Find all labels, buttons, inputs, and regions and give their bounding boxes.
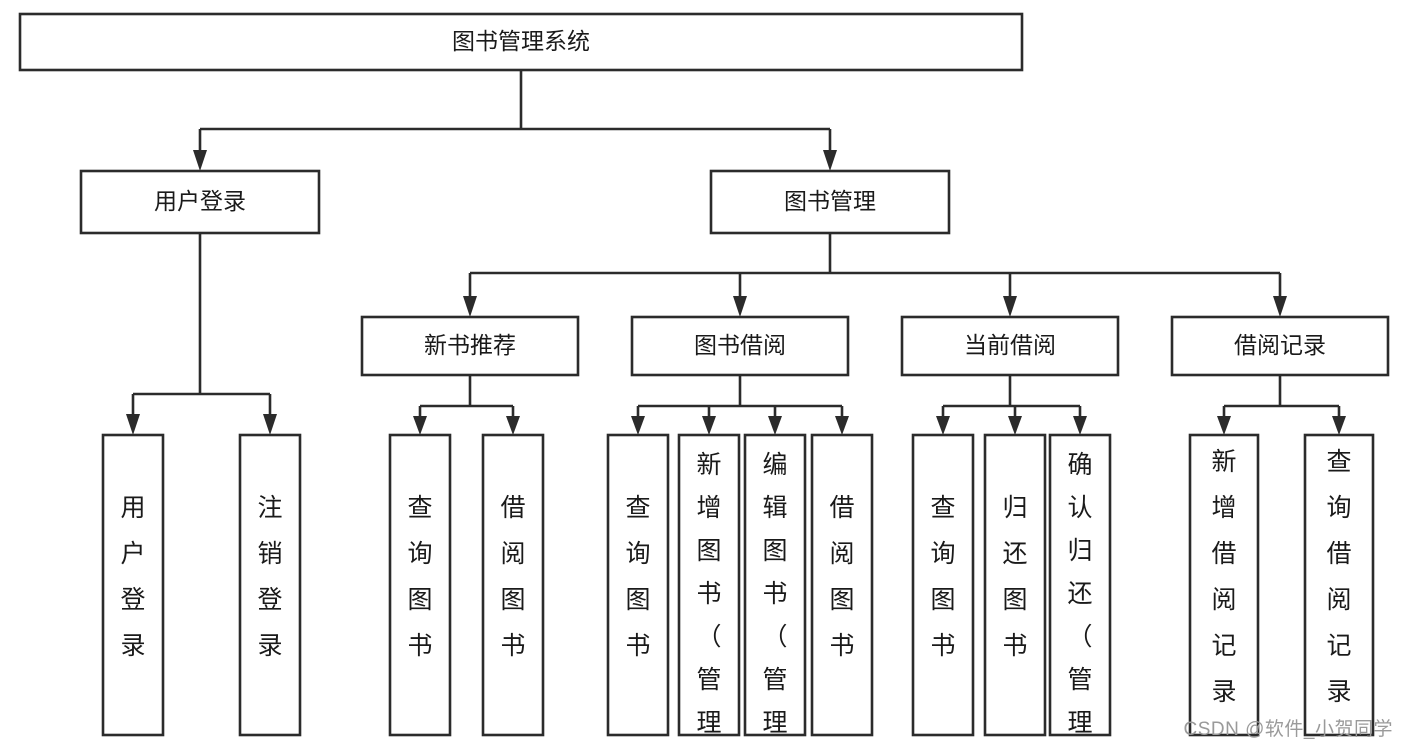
arrow-to-new-book-rec — [463, 296, 477, 317]
arrow-bb-leaf-4 — [835, 416, 849, 435]
leaf-node[interactable]: 新增借阅记录 — [1188, 433, 1260, 737]
node-root-box[interactable] — [18, 12, 1024, 72]
edge-group-userlogin-to-leaves — [126, 233, 277, 435]
leaf-node-label: 新增借阅记录 — [1211, 448, 1236, 706]
arrow-ul-leaf-1 — [126, 414, 140, 435]
leaf-node[interactable]: 借阅图书 — [481, 433, 545, 737]
arrow-nb-leaf-2 — [506, 416, 520, 435]
edge-group-root-to-level2 — [193, 70, 837, 171]
leaf-node[interactable]: 借阅图书 — [810, 433, 874, 737]
leaf-node[interactable]: 查询图书 — [606, 433, 670, 737]
leaf-node[interactable]: 确认归还（管理员） — [1048, 433, 1112, 747]
arrow-to-borrow-record — [1273, 296, 1287, 317]
edge-group-borrowrecord-to-leaves — [1217, 375, 1346, 435]
node-current-borrow[interactable]: 当前借阅 — [900, 315, 1120, 377]
leaf-node-label: 查询图书 — [407, 494, 432, 660]
arrow-cb-leaf-1 — [936, 416, 950, 435]
leaf-node-label: 借阅图书 — [829, 494, 854, 660]
arrow-root-to-user-login — [193, 150, 207, 171]
node-user-login[interactable]: 用户登录 — [79, 169, 321, 235]
edge-group-newbook-to-leaves — [413, 375, 520, 435]
leaf-node[interactable]: 查询图书 — [911, 433, 975, 737]
leaf-node-box[interactable] — [1188, 433, 1260, 737]
leaf-node-label: 编辑图书（管理员） — [762, 451, 787, 747]
leaf-node-box[interactable] — [810, 433, 874, 737]
arrow-br-leaf-2 — [1332, 416, 1346, 435]
node-root-book-management-system[interactable]: 图书管理系统 — [18, 12, 1024, 72]
leaf-node-label: 用户登录 — [120, 494, 145, 660]
leaf-node-box[interactable] — [743, 433, 807, 737]
arrow-bb-leaf-2 — [702, 416, 716, 435]
leaf-node[interactable]: 注销登录 — [238, 433, 302, 737]
arrow-ul-leaf-2 — [263, 414, 277, 435]
node-user-login-box[interactable] — [79, 169, 321, 235]
leaf-node-box[interactable] — [101, 433, 165, 737]
edge-group-bookmanage-to-level3 — [463, 233, 1287, 317]
leaf-node-label: 确认归还（管理员） — [1067, 451, 1092, 747]
node-borrow-record[interactable]: 借阅记录 — [1170, 315, 1390, 377]
leaf-node-box[interactable] — [1303, 433, 1375, 737]
node-root-label: 图书管理系统 — [452, 28, 590, 54]
leaf-node-box[interactable] — [606, 433, 670, 737]
node-current-borrow-label: 当前借阅 — [964, 332, 1056, 358]
leaf-node-label: 查询图书 — [625, 494, 650, 660]
arrow-cb-leaf-2 — [1008, 416, 1022, 435]
leaf-node-box[interactable] — [238, 433, 302, 737]
leaf-node[interactable]: 归还图书 — [983, 433, 1047, 737]
node-book-management[interactable]: 图书管理 — [709, 169, 951, 235]
node-book-borrow[interactable]: 图书借阅 — [630, 315, 850, 377]
node-current-borrow-box[interactable] — [900, 315, 1120, 377]
leaf-node-box[interactable] — [1048, 433, 1112, 737]
leaf-node-layer: 用户登录 注销登录 查询图书 借阅图书 查询图书 新增图书（管理员） 编辑图书（管理员） 借阅… — [101, 433, 1375, 747]
leaf-node-label: 借阅图书 — [500, 494, 525, 660]
leaf-node-box[interactable] — [481, 433, 545, 737]
leaf-node[interactable]: 用户登录 — [101, 433, 165, 737]
arrow-br-leaf-1 — [1217, 416, 1231, 435]
node-new-book-recommend[interactable]: 新书推荐 — [360, 315, 580, 377]
leaf-node-box[interactable] — [388, 433, 452, 737]
node-book-management-label: 图书管理 — [784, 188, 876, 214]
leaf-node-box[interactable] — [983, 433, 1047, 737]
leaf-node-label: 新增图书（管理员） — [696, 451, 721, 747]
leaf-node[interactable]: 编辑图书（管理员） — [743, 433, 807, 747]
leaf-node-label: 查询借阅记录 — [1326, 448, 1351, 706]
arrow-to-book-borrow — [733, 296, 747, 317]
leaf-node-label: 注销登录 — [257, 494, 282, 660]
node-user-login-label: 用户登录 — [154, 188, 246, 214]
leaf-node-box[interactable] — [911, 433, 975, 737]
arrow-root-to-book-manage — [823, 150, 837, 171]
leaf-node[interactable]: 查询图书 — [388, 433, 452, 737]
node-borrow-record-box[interactable] — [1170, 315, 1390, 377]
edge-group-currentborrow-to-leaves — [936, 375, 1087, 435]
leaf-node-box[interactable] — [677, 433, 741, 737]
leaf-node-label: 查询图书 — [930, 494, 955, 660]
edge-group-bookborrow-to-leaves — [631, 375, 849, 435]
leaf-node[interactable]: 新增图书（管理员） — [677, 433, 741, 747]
node-new-book-recommend-box[interactable] — [360, 315, 580, 377]
leaf-node[interactable]: 查询借阅记录 — [1303, 433, 1375, 737]
arrow-bb-leaf-3 — [768, 416, 782, 435]
node-book-management-box[interactable] — [709, 169, 951, 235]
arrow-to-current-borrow — [1003, 296, 1017, 317]
arrow-nb-leaf-1 — [413, 416, 427, 435]
node-book-borrow-box[interactable] — [630, 315, 850, 377]
node-new-book-recommend-label: 新书推荐 — [424, 332, 516, 358]
arrow-bb-leaf-1 — [631, 416, 645, 435]
arrow-cb-leaf-3 — [1073, 416, 1087, 435]
node-book-borrow-label: 图书借阅 — [694, 332, 786, 358]
leaf-node-label: 归还图书 — [1002, 494, 1027, 660]
node-borrow-record-label: 借阅记录 — [1234, 332, 1326, 358]
